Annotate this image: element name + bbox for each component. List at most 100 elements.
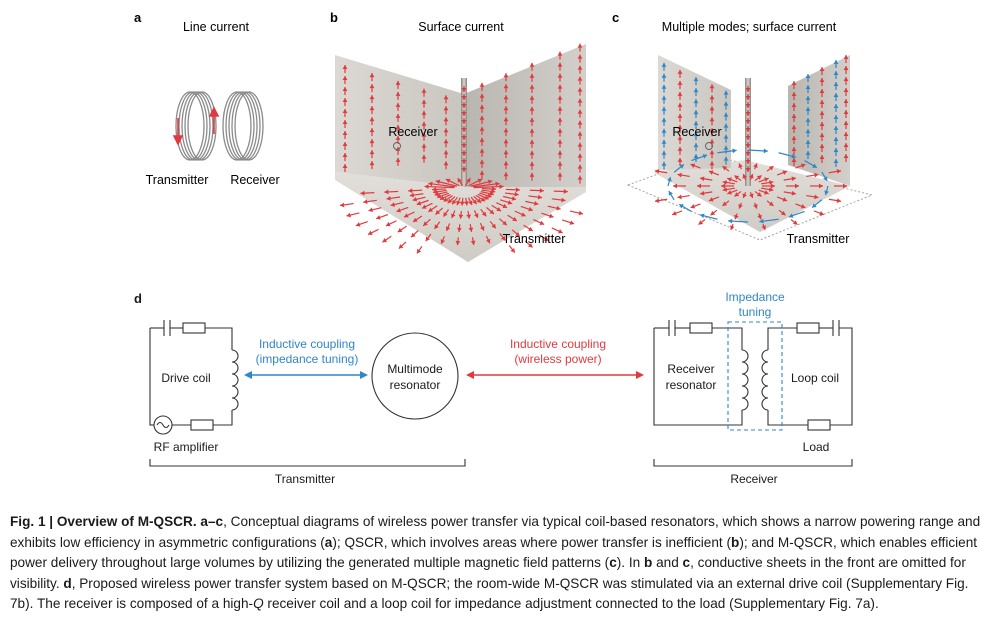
wall-current-arrow-head [479, 126, 485, 131]
pole-current-arrow-head [461, 168, 467, 172]
floor-current-arrow-head [403, 213, 409, 218]
floor-current-arrow-head [756, 175, 762, 180]
wall-current-arrow-head [443, 161, 449, 166]
floor-current-arrow-head [386, 196, 391, 201]
wall-current-arrow-head [805, 129, 811, 133]
wall-current-arrow-head [833, 93, 839, 97]
wall-current-arrow-head [503, 73, 509, 78]
floor-current-arrow-head [569, 220, 575, 225]
wall-current-arrow-head [557, 106, 563, 111]
panel-a-title: Line current [183, 20, 250, 34]
floor-current-arrow-head [722, 201, 728, 206]
wall-current-arrow-head [709, 128, 715, 133]
floor-current-arrow-head [409, 192, 415, 198]
transmitter-circuit [149, 320, 239, 435]
floor-current-arrow-head [413, 217, 418, 222]
wall-current-arrow-head [723, 123, 729, 128]
wall-current-arrow-head [805, 96, 811, 100]
floor-current-arrow-head [408, 188, 413, 194]
floor-current-arrow-head [700, 176, 705, 182]
panel-c-receiver-label: Receiver [672, 125, 721, 139]
floor-current-arrow-head [443, 211, 448, 217]
wall-current-arrow-head [529, 161, 535, 166]
wall-current-arrow-head [369, 139, 375, 144]
pole-current-arrow-head [745, 152, 751, 156]
wall-current-arrow-head [342, 120, 348, 124]
floor-current-arrow-head [474, 213, 479, 218]
wall-current-arrow-head [791, 125, 797, 129]
receiver-resonator-label-line1: Receiver [667, 362, 714, 376]
wall-current-arrow-head [395, 135, 401, 140]
floor-current-arrow-head [468, 200, 473, 206]
wall-current-arrow-head [395, 91, 401, 96]
floor-current-arrow-head [491, 223, 496, 229]
wall-current-arrow-head [677, 113, 683, 118]
wall-current-arrow-head [577, 131, 583, 136]
wall-current-arrow-head [342, 164, 348, 168]
floor-current-arrow-head [780, 210, 786, 216]
caption-ref: c [682, 555, 691, 570]
wall-current-arrow-head [479, 170, 485, 175]
wall-current-arrow-head [421, 121, 427, 126]
floor-current-arrow-head [455, 240, 461, 246]
floor-mode-arrow-head [812, 203, 817, 208]
wall-current-arrow-head [819, 111, 825, 115]
wall-current-arrow-head [479, 104, 485, 109]
wireless-power-arrow [466, 371, 644, 379]
transmitter-bracket [149, 459, 466, 467]
floor-current-arrow-head [800, 204, 806, 209]
floor-current-arrow-head [734, 175, 740, 180]
wall-current-arrow-head [723, 101, 729, 106]
wall-current-arrow-head [805, 74, 811, 78]
floor-current-arrow-head [510, 247, 515, 253]
floor-current-arrow-head [748, 174, 754, 179]
load-label: Load [803, 440, 830, 454]
wall-current-arrow-head [833, 104, 839, 108]
panel-c-current-arrows [654, 55, 849, 231]
floor-current-arrow-head [748, 193, 754, 198]
loop-coil-circuit [761, 320, 853, 431]
coupling-right-line1: Inductive coupling [510, 337, 606, 351]
floor-current-arrow-head [466, 214, 471, 219]
floor-current-arrow-head [511, 196, 517, 201]
wall-current-arrow-head [819, 133, 825, 137]
wall-current-arrow-head [693, 77, 699, 82]
wall-current-arrow-head [421, 132, 427, 137]
wall-current-arrow-head [819, 144, 825, 148]
floor-current-arrow-head [472, 199, 477, 205]
wall-current-arrow-head [342, 109, 348, 113]
floor-current-arrow-head [677, 172, 682, 178]
panel-c: c Multiple modes; surface current Receiv… [612, 10, 874, 246]
wall-current-arrow-head [709, 150, 715, 155]
floor-current-arrow-head [768, 166, 774, 171]
floor-current-arrow-head [556, 205, 561, 211]
wall-current-arrow-head [479, 115, 485, 120]
floor-current-arrow-head [734, 214, 739, 220]
floor-current-arrow-head [768, 201, 774, 206]
caption-italic: Q [253, 596, 264, 611]
loop-coil-symbol [761, 349, 769, 411]
wall-current-arrow-head [503, 84, 509, 89]
panel-c-letter: c [612, 10, 619, 25]
floor-current-arrow-head [507, 200, 513, 205]
floor-current-arrow-head [445, 178, 451, 184]
floor-current-arrow-head [502, 203, 508, 209]
floor-current-arrow-head [385, 221, 391, 227]
wall-current-arrow-head [661, 150, 667, 155]
floor-current-arrow-head [708, 197, 714, 202]
wall-current-arrow-head [843, 143, 849, 147]
wall-current-arrow-head [819, 78, 825, 82]
wall-current-arrow-head [677, 80, 683, 85]
wall-current-arrow-head [557, 172, 563, 177]
floor-mode-arrow-head [667, 177, 672, 182]
wall-current-arrow-head [833, 137, 839, 141]
panel-a: a Line current Transmitter Receiver [134, 10, 280, 187]
panel-b-receiver-label: Receiver [388, 125, 437, 139]
floor-current-arrow-head [515, 187, 520, 193]
floor-current-arrow-head [722, 187, 727, 192]
wall-current-arrow-head [833, 71, 839, 75]
wall-current-arrow-head [693, 99, 699, 104]
floor-current-arrow-head [843, 183, 847, 189]
caption-text: , Proposed wireless power transfer syste… [10, 575, 969, 612]
floor-current-arrow [424, 185, 455, 189]
